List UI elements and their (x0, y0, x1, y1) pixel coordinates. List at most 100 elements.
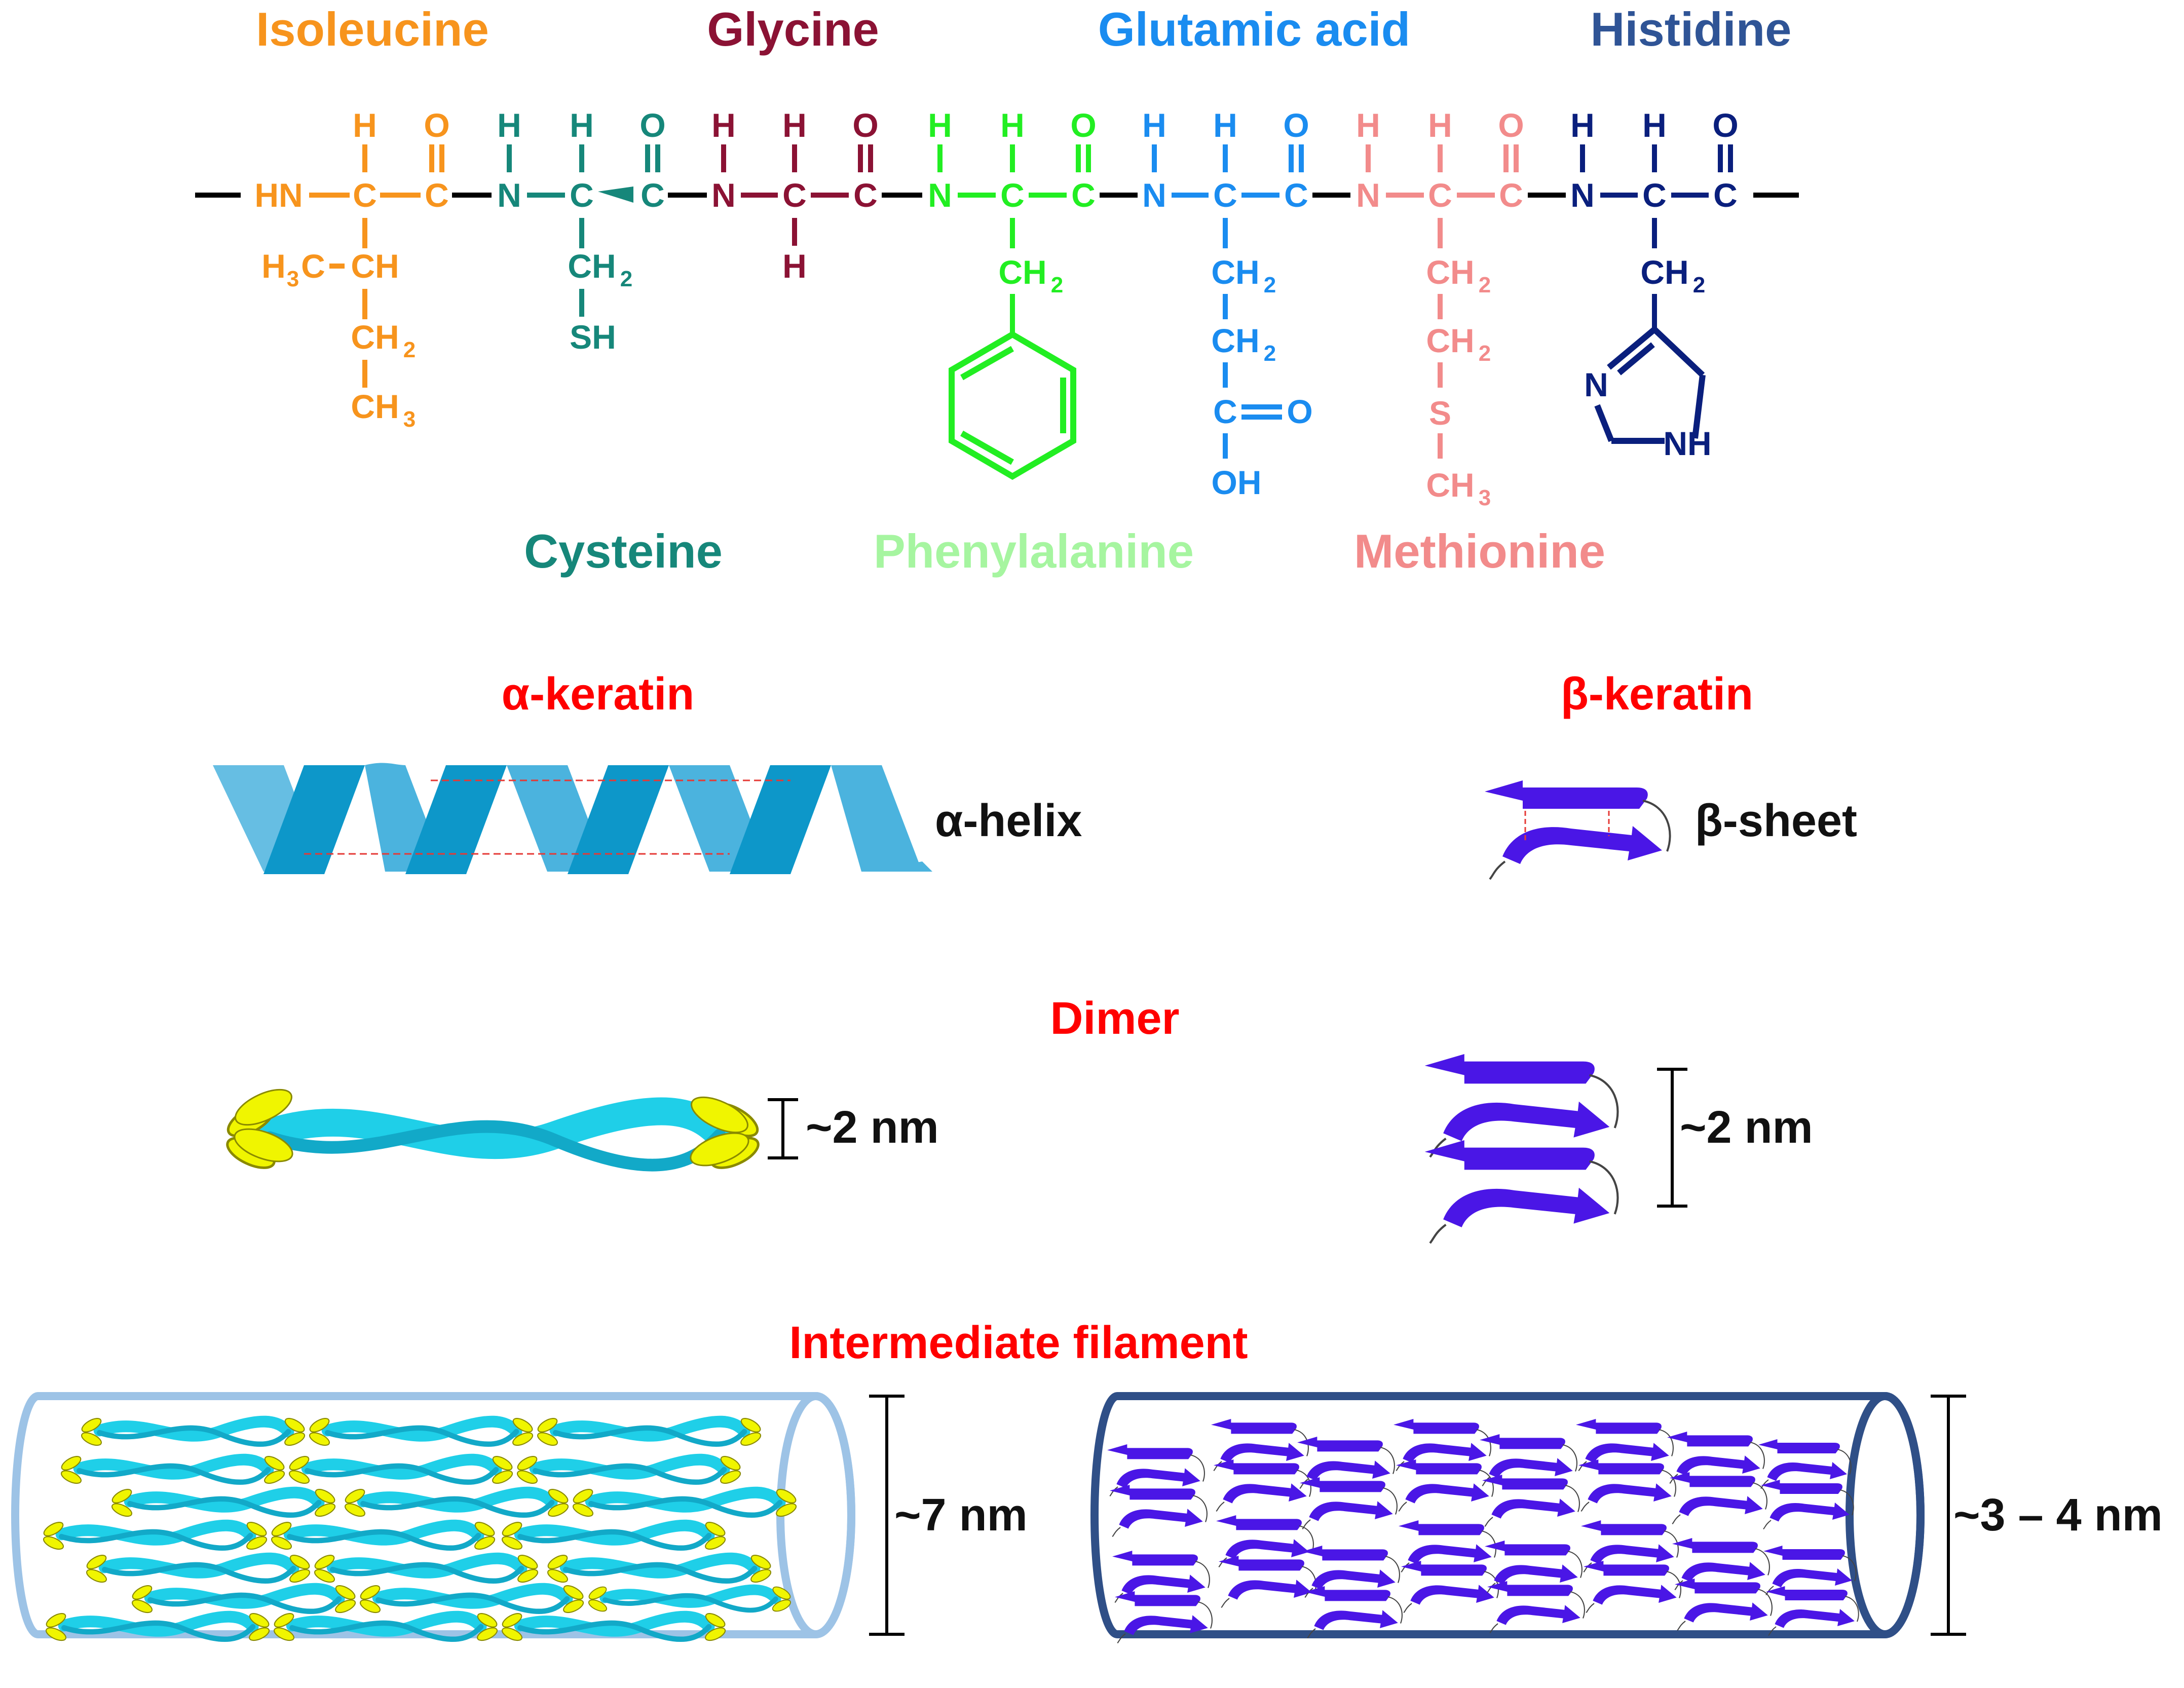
label-histidine: Histidine (1591, 3, 1792, 56)
atom-h: H (928, 106, 952, 144)
atom-h: H (1213, 106, 1237, 144)
atom-ch2: CH (1211, 253, 1259, 291)
label-glycine: Glycine (707, 3, 879, 56)
atom-c-alpha: C (1428, 176, 1452, 214)
atom-nh: NH (1663, 425, 1711, 462)
atom-o: O (1287, 393, 1312, 430)
residue-cysteine: N H C H C O CH 2 SH (497, 106, 666, 356)
atom-h: H (570, 106, 594, 144)
alpha-filament-tube (11, 1392, 855, 1643)
sub-2: 2 (403, 337, 416, 362)
label-alpha-dimer-size: ~2 nm (806, 1102, 939, 1153)
alpha-filament-dimers (42, 1416, 798, 1643)
atom-h: H (782, 247, 807, 285)
atom-c-alpha: C (1000, 176, 1025, 214)
atom-ch2: CH (998, 253, 1046, 291)
residue-histidine: N H C H C O CH 2 N NH (1570, 106, 1739, 462)
atom-h: H (1642, 106, 1667, 144)
atom-o: O (424, 106, 449, 144)
atom-c-carboxyl: C (1213, 393, 1237, 430)
label-phenylalanine: Phenylalanine (874, 524, 1194, 578)
sub-2: 2 (1693, 273, 1705, 297)
residue-glutamic-acid: N H C H C O CH 2 CH 2 C O OH (1142, 106, 1313, 501)
beta-filament-sheets (1106, 1418, 1859, 1644)
atom-h: H (497, 106, 521, 144)
atom-c-alpha: C (353, 176, 377, 214)
atom-c-alpha: C (1642, 176, 1667, 214)
atom-h: H (1356, 106, 1380, 144)
peptide-chain: Isoleucine Glycine Glutamic acid Histidi… (195, 3, 1799, 578)
atom-n: N (1356, 176, 1380, 214)
atom-c-alpha: C (1213, 176, 1237, 214)
atom-sh: SH (570, 318, 616, 356)
atom-oh: OH (1212, 464, 1262, 501)
beta-dimer-stack (1425, 1054, 1618, 1243)
label-beta-sheet: β-sheet (1695, 796, 1857, 846)
atom-o: O (1070, 106, 1096, 144)
sub-2: 2 (620, 267, 632, 291)
section-beta-keratin: β-keratin (1561, 669, 1753, 720)
atom-c-carbonyl: C (1713, 176, 1738, 214)
atom-h: H (782, 106, 807, 144)
atom-n: N (1584, 366, 1608, 403)
imidazole-ring (1594, 327, 1706, 444)
atom-ch: CH (351, 247, 399, 285)
benzene-ring (949, 331, 1076, 480)
atom-c-carbonyl: C (1284, 176, 1308, 214)
atom-ch2: CH (1426, 253, 1474, 291)
atom-ch2: CH (1211, 322, 1259, 359)
sub-2: 2 (1051, 273, 1063, 297)
beta-filament-tube (1090, 1392, 1925, 1644)
residue-methionine: N H C H C O CH 2 CH 2 S CH 3 (1356, 106, 1524, 510)
sub-2: 2 (1264, 341, 1276, 366)
label-beta-filament-size: ~3 – 4 nm (1953, 1490, 2163, 1541)
atom-o: O (1283, 106, 1309, 144)
label-alpha-helix: α-helix (935, 796, 1082, 846)
label-glutamic-acid: Glutamic acid (1098, 3, 1410, 56)
alpha-helix-ribbon (213, 763, 932, 874)
atom-h: H (1428, 106, 1452, 144)
atom-h3c: H (261, 247, 286, 285)
atom-c-carbonyl: C (425, 176, 449, 214)
scale-bar-beta-dimer (1657, 1068, 1687, 1208)
atom-o: O (852, 106, 878, 144)
atom-c-alpha: C (782, 176, 807, 214)
residue-isoleucine: HN C H C O H 3 C CH CH 2 CH 3 (254, 106, 449, 432)
atom-n: N (1570, 176, 1595, 214)
section-alpha-keratin: α-keratin (502, 669, 694, 720)
atom-h: H (711, 106, 736, 144)
atom-o: O (1498, 106, 1524, 144)
beta-sheet-ribbon (1484, 779, 1671, 880)
atom-ch2: CH (1640, 253, 1688, 291)
atom-c-carbonyl: C (853, 176, 878, 214)
label-cysteine: Cysteine (524, 524, 723, 578)
atom-s: S (1429, 394, 1451, 432)
section-dimer: Dimer (1050, 993, 1179, 1044)
residue-phenylalanine: N H C H C O CH 2 (928, 106, 1097, 480)
atom-h: H (1000, 106, 1025, 144)
section-intermediate-filament: Intermediate filament (789, 1318, 1248, 1368)
sub-2: 2 (1479, 341, 1491, 366)
scale-bar-beta-filament (1931, 1395, 1966, 1636)
label-beta-dimer-size: ~2 nm (1680, 1102, 1813, 1153)
atom-ch2: CH (351, 318, 399, 356)
atom-ch2: CH (568, 247, 616, 285)
atom-c-carbonyl: C (641, 176, 665, 214)
atom-o: O (639, 106, 665, 144)
atom-n: N (711, 176, 736, 214)
atom-h3c-carbon: C (301, 247, 325, 285)
residue-glycine: N H C H H C O (711, 106, 879, 285)
scale-bar-alpha-dimer (768, 1098, 798, 1159)
atom-hn: HN (254, 176, 303, 214)
atom-n: N (1142, 176, 1166, 214)
atom-ch3: CH (1426, 466, 1474, 504)
atom-n: N (497, 176, 521, 214)
atom-c-carbonyl: C (1499, 176, 1523, 214)
scale-bar-alpha-filament (869, 1395, 905, 1636)
alpha-dimer-coiled-coil (223, 1082, 763, 1174)
label-isoleucine: Isoleucine (256, 3, 489, 56)
sub-2: 2 (1479, 273, 1491, 297)
atom-c-alpha: C (570, 176, 594, 214)
atom-h: H (353, 106, 377, 144)
